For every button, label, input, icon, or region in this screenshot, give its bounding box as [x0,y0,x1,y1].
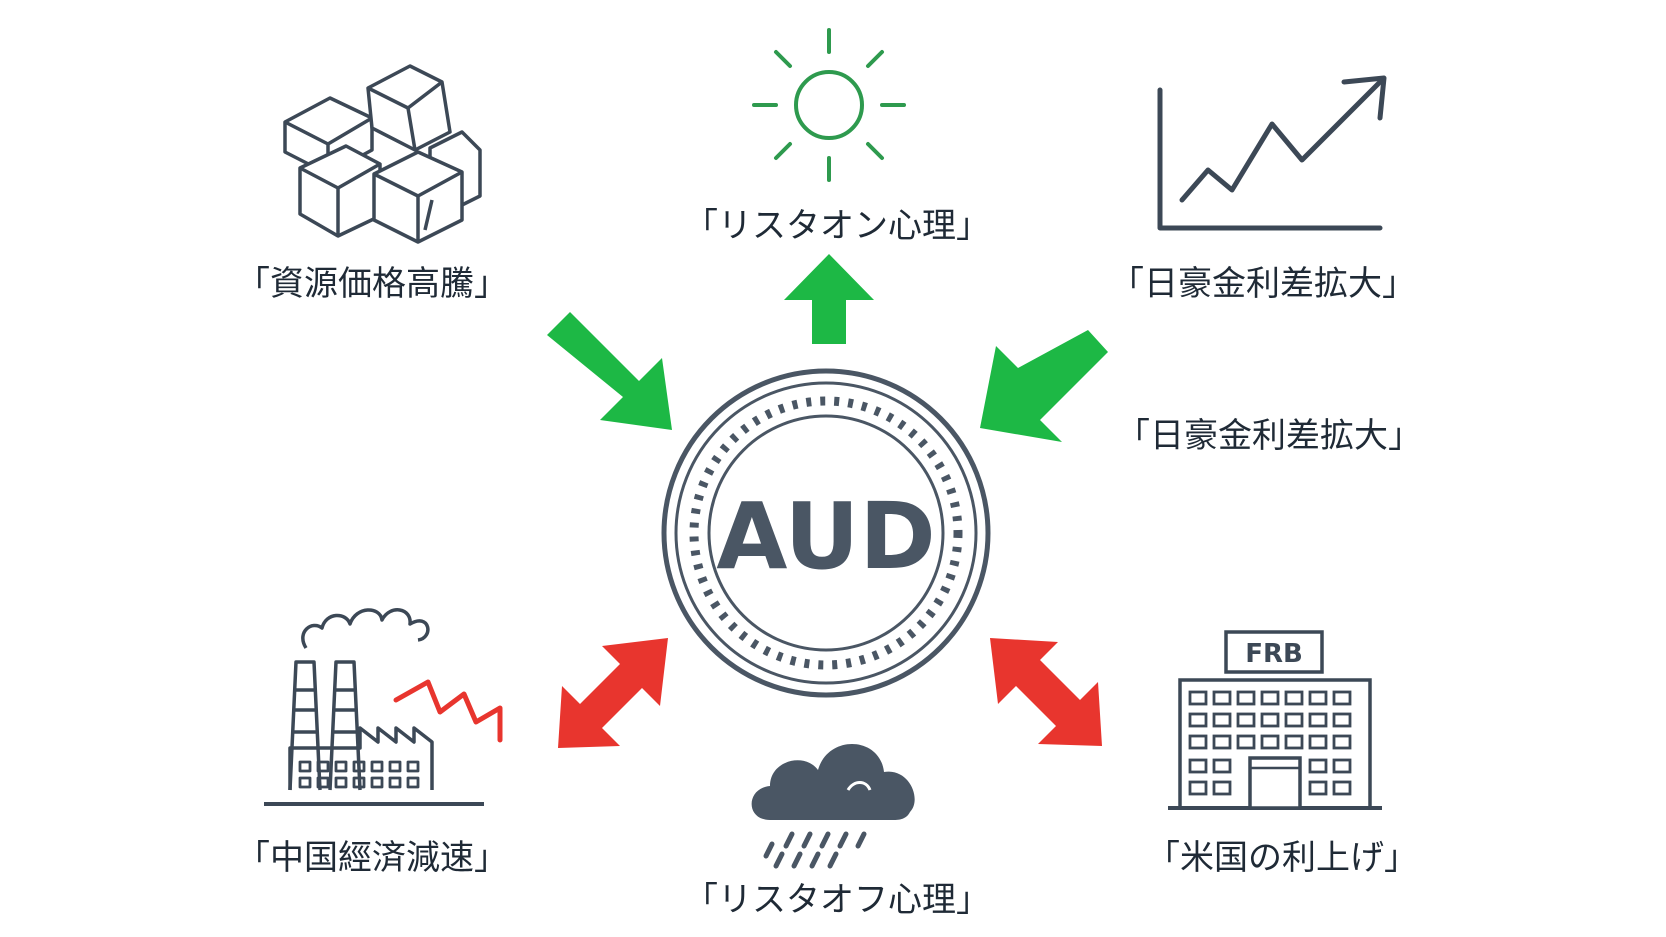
label-china: 「中国經済減速」 [236,838,508,878]
label-risk-off: 「リスタオフ心理」 [684,880,990,920]
arrow-us-hike-double [990,638,1102,746]
label-us-hike: 「米国の利上げ」 [1146,838,1418,878]
arrow-rate-diff-to-aud [980,330,1108,442]
frb-sign-text: FRB [1245,639,1303,669]
rain-cloud-icon [751,743,915,869]
label-risk-on: 「リスタオン心理」 [684,206,990,246]
aud-coin: AUD [661,368,991,698]
arrow-resources-to-aud [547,312,672,430]
rising-chart-icon [1157,75,1387,231]
factory-icon [264,608,484,806]
aud-label: AUD [716,483,935,590]
frb-building-icon [1168,630,1382,810]
label-rate-diff-mid: 「日豪金利差拡大」 [1116,416,1422,456]
arrow-up-risk-on [784,254,874,344]
ore-blocks-icon [283,64,482,244]
sun-icon [752,28,906,182]
arrow-china-double [558,638,668,748]
decline-zigzag-icon [393,679,503,743]
label-rate-diff-top: 「日豪金利差拡大」 [1110,264,1416,304]
label-resources: 「資源価格高騰」 [236,264,508,304]
